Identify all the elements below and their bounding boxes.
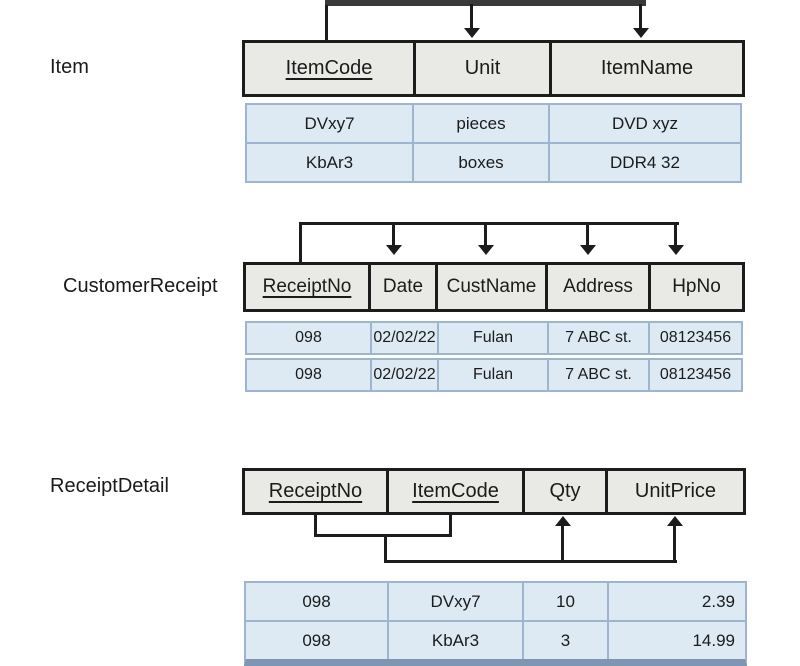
- receipt-detail-bracket-line: [384, 534, 387, 563]
- table-label-receipt-detail: ReceiptDetail: [50, 475, 169, 497]
- receipt-detail-bracket-line: [314, 514, 317, 537]
- arrow-head: [386, 245, 402, 255]
- header-cell: ItemName: [549, 43, 742, 94]
- arrow-shaft: [586, 223, 589, 246]
- arrow-shaft: [392, 223, 395, 246]
- header-cell: Address: [545, 265, 648, 309]
- arrow-head: [667, 516, 683, 526]
- arrow-shaft: [561, 525, 564, 563]
- data-cell: DVD xyz: [548, 105, 740, 142]
- down-arrow-icon: [478, 223, 494, 255]
- data-cell: 08123456: [648, 360, 741, 390]
- data-cell: 098: [302, 591, 331, 611]
- table-row: 098 DVxy7 10 2.39: [246, 583, 745, 620]
- arrow-head: [478, 245, 494, 255]
- receipt-detail-bracket-line: [449, 514, 452, 537]
- table-row: KbAr3 boxes DDR4 32: [247, 142, 740, 181]
- item-top-bar-line: [325, 0, 646, 6]
- arrow-shaft: [470, 4, 473, 29]
- data-cell: DVxy7: [304, 113, 355, 133]
- table-row: DVxy7 pieces DVD xyz: [247, 105, 740, 142]
- arrow-head: [668, 245, 684, 255]
- header-cell: ItemCode: [285, 57, 373, 79]
- header-cell: ReceiptNo: [262, 276, 352, 297]
- item-connector-line: [325, 5, 328, 40]
- receipt-detail-header-row: ReceiptNo ItemCode Qty UnitPrice: [242, 468, 746, 515]
- down-arrow-icon: [668, 223, 684, 255]
- receipt-detail-bracket-line: [384, 560, 677, 563]
- receipt-detail-bracket-line: [314, 534, 452, 537]
- arrow-head: [633, 28, 649, 38]
- data-cell: 10: [522, 583, 607, 620]
- data-cell: Fulan: [437, 360, 547, 390]
- data-cell: 098: [295, 329, 322, 346]
- header-cell: UnitPrice: [605, 471, 743, 512]
- data-cell: boxes: [412, 144, 548, 181]
- header-cell: CustName: [435, 265, 545, 309]
- table-row: 098 02/02/22 Fulan 7 ABC st. 08123456: [247, 360, 741, 390]
- data-cell: 08123456: [648, 323, 741, 353]
- item-header-row: ItemCode Unit ItemName: [242, 40, 745, 97]
- up-arrow-icon: [667, 516, 683, 563]
- header-cell: Date: [368, 265, 435, 309]
- arrow-shaft: [639, 4, 642, 29]
- table-label-customer-receipt: CustomerReceipt: [63, 275, 218, 297]
- table-row: 098 KbAr3 3 14.99: [246, 620, 745, 659]
- header-cell: ItemCode: [386, 471, 522, 512]
- arrow-head: [580, 245, 596, 255]
- customer-receipt-data-row-2: 098 02/02/22 Fulan 7 ABC st. 08123456: [245, 358, 743, 392]
- arrow-head: [555, 516, 571, 526]
- data-cell: 02/02/22: [370, 323, 437, 353]
- customer-receipt-top-line: [299, 222, 679, 225]
- data-cell: 7 ABC st.: [547, 323, 648, 353]
- data-cell: 02/02/22: [370, 360, 437, 390]
- header-cell: HpNo: [648, 265, 742, 309]
- data-cell: KbAr3: [305, 152, 354, 172]
- header-cell: Qty: [522, 471, 605, 512]
- arrow-shaft: [484, 223, 487, 246]
- table-row: 098 02/02/22 Fulan 7 ABC st. 08123456: [247, 323, 741, 353]
- data-cell: DDR4 32: [548, 144, 740, 181]
- customer-receipt-header-row: ReceiptNo Date CustName Address HpNo: [243, 262, 745, 312]
- table-label-item: Item: [50, 56, 89, 78]
- customer-receipt-data-row-1: 098 02/02/22 Fulan 7 ABC st. 08123456: [245, 321, 743, 355]
- data-cell: Fulan: [437, 323, 547, 353]
- data-cell: DVxy7: [387, 583, 522, 620]
- arrow-shaft: [673, 525, 676, 563]
- data-cell: 3: [522, 622, 607, 659]
- down-arrow-icon: [580, 223, 596, 255]
- down-arrow-icon: [386, 223, 402, 255]
- data-cell: 098: [302, 630, 331, 650]
- down-arrow-icon: [464, 4, 480, 38]
- up-arrow-icon: [555, 516, 571, 563]
- header-cell: ReceiptNo: [268, 480, 363, 502]
- item-data-table: DVxy7 pieces DVD xyz KbAr3 boxes DDR4 32: [245, 103, 742, 183]
- arrow-shaft: [674, 223, 677, 246]
- data-cell: 098: [295, 366, 322, 383]
- data-cell: 7 ABC st.: [547, 360, 648, 390]
- header-cell: Unit: [413, 43, 549, 94]
- data-cell: pieces: [412, 105, 548, 142]
- customer-receipt-connector-line: [299, 222, 302, 262]
- data-cell: KbAr3: [387, 622, 522, 659]
- down-arrow-icon: [633, 4, 649, 38]
- receipt-detail-data-table: 098 DVxy7 10 2.39 098 KbAr3 3 14.99: [244, 581, 747, 666]
- data-cell: 2.39: [607, 583, 745, 620]
- arrow-head: [464, 28, 480, 38]
- data-cell: 14.99: [607, 622, 745, 659]
